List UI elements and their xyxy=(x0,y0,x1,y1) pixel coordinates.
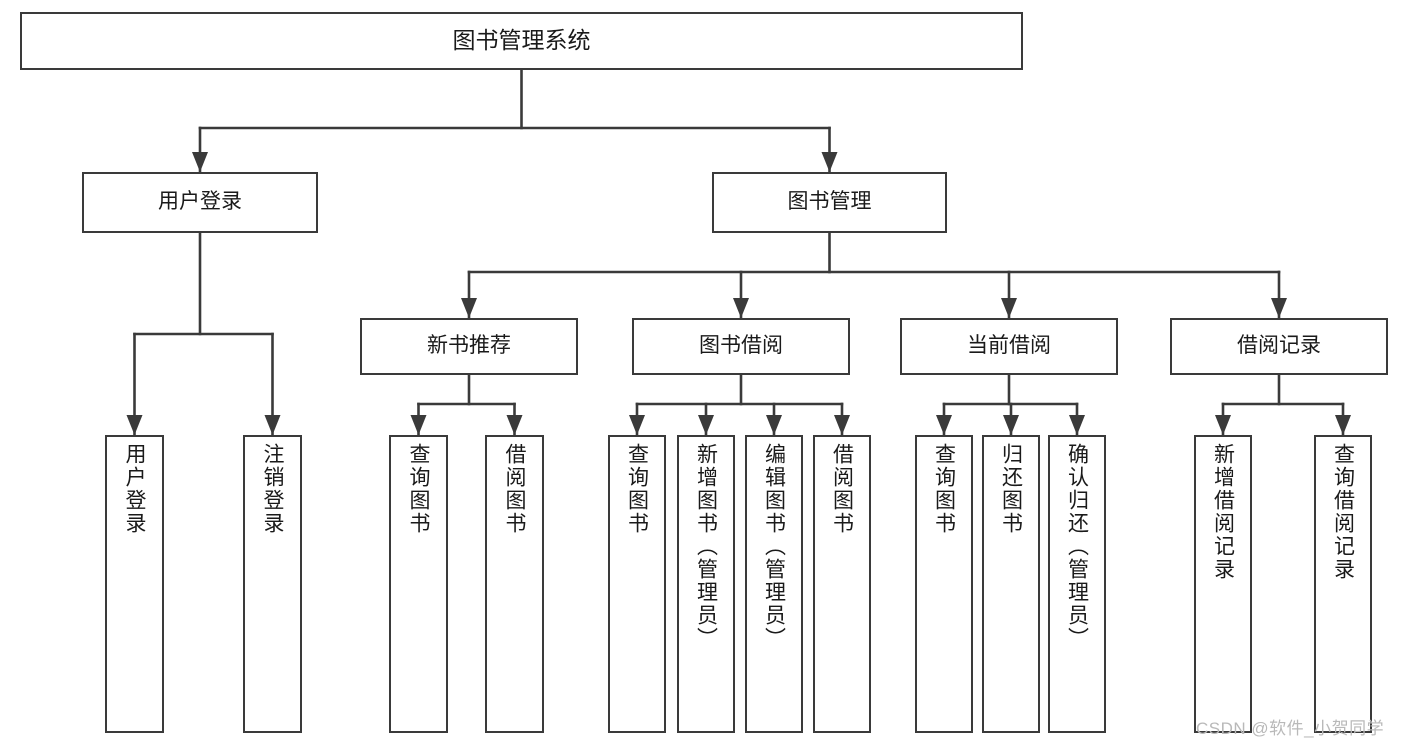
node-label: 查询借阅记录 xyxy=(1331,443,1355,581)
node-book-management[interactable]: 图书管理 xyxy=(712,172,947,233)
node-leaf-user-login[interactable]: 用户登录 xyxy=(105,435,164,733)
node-label: 图书借阅 xyxy=(699,334,783,358)
node-leaf-query-book-current[interactable]: 查询图书 xyxy=(915,435,973,733)
node-leaf-return-book[interactable]: 归还图书 xyxy=(982,435,1040,733)
node-label: 新书推荐 xyxy=(427,334,511,358)
node-label: 查询图书 xyxy=(625,443,649,535)
node-leaf-edit-book-admin[interactable]: 编辑图书（管理员） xyxy=(745,435,803,733)
node-leaf-add-borrow-record[interactable]: 新增借阅记录 xyxy=(1194,435,1252,733)
node-leaf-borrow-book[interactable]: 借阅图书 xyxy=(813,435,871,733)
node-label: 归还图书 xyxy=(999,443,1023,535)
node-label: 查询图书 xyxy=(932,443,956,535)
node-leaf-query-book-borrow[interactable]: 查询图书 xyxy=(608,435,666,733)
node-label: 图书管理系统 xyxy=(452,27,591,54)
node-user-login[interactable]: 用户登录 xyxy=(82,172,318,233)
csdn-watermark: CSDN @软件_小贺同学 xyxy=(1196,719,1385,738)
node-borrow-record[interactable]: 借阅记录 xyxy=(1170,318,1388,375)
node-label: 借阅图书 xyxy=(830,443,854,535)
node-label: 新增借阅记录 xyxy=(1211,443,1235,581)
node-label: 新增图书（管理员） xyxy=(694,443,718,650)
node-leaf-add-book-admin[interactable]: 新增图书（管理员） xyxy=(677,435,735,733)
node-label: 借阅图书 xyxy=(503,443,526,535)
node-new-book-recommendation[interactable]: 新书推荐 xyxy=(360,318,578,375)
node-leaf-confirm-return-admin[interactable]: 确认归还（管理员） xyxy=(1048,435,1106,733)
node-current-borrow[interactable]: 当前借阅 xyxy=(900,318,1118,375)
node-book-borrow[interactable]: 图书借阅 xyxy=(632,318,850,375)
node-label: 图书管理 xyxy=(787,190,872,214)
node-label: 注销登录 xyxy=(261,443,284,535)
node-label: 借阅记录 xyxy=(1237,334,1321,358)
node-label: 查询图书 xyxy=(407,443,430,535)
node-leaf-query-borrow-record[interactable]: 查询借阅记录 xyxy=(1314,435,1372,733)
node-label: 用户登录 xyxy=(123,443,146,535)
node-leaf-logout[interactable]: 注销登录 xyxy=(243,435,302,733)
node-label: 确认归还（管理员） xyxy=(1065,443,1089,650)
node-label: 编辑图书（管理员） xyxy=(762,443,786,650)
node-label: 用户登录 xyxy=(158,190,242,214)
node-label: 当前借阅 xyxy=(967,334,1051,358)
node-leaf-borrow-book-recommendation[interactable]: 借阅图书 xyxy=(485,435,544,733)
node-root-book-management-system[interactable]: 图书管理系统 xyxy=(20,12,1023,70)
node-leaf-query-book-recommendation[interactable]: 查询图书 xyxy=(389,435,448,733)
